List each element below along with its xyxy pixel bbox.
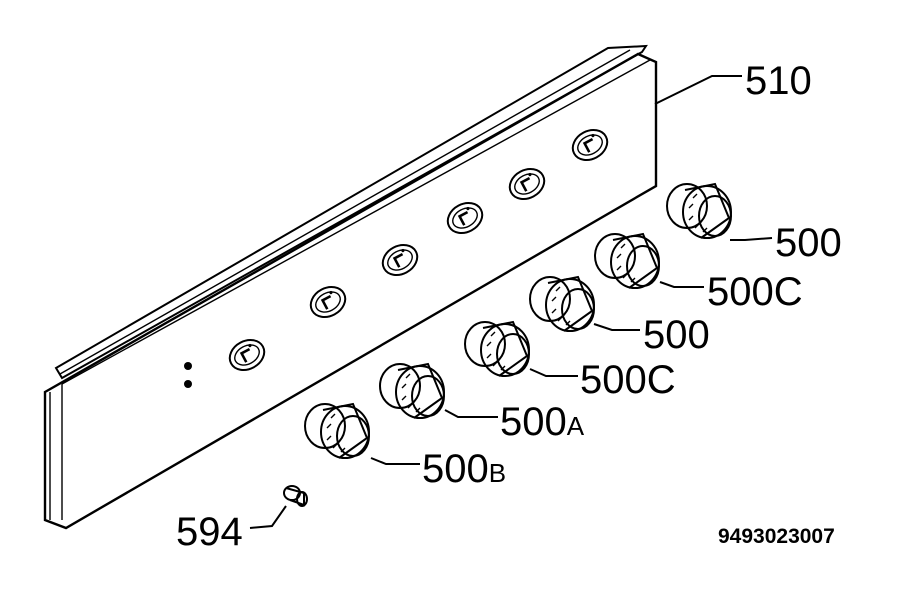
knob-500-upper: [666, 182, 732, 239]
panel-top-rail: [54, 44, 648, 380]
callout-500b: 500B: [422, 447, 506, 491]
callout-500c-lower: 500C: [580, 358, 676, 402]
indicator-dot: [184, 362, 192, 370]
callout-510: 510: [745, 59, 812, 103]
callout-500-upper: 500: [775, 221, 842, 265]
leader-500c-lower: [529, 368, 578, 377]
knob-500a: [379, 362, 445, 419]
knob-500c-upper: [594, 232, 660, 289]
knob-500c-lower: [464, 320, 530, 377]
knob-500b: [304, 402, 370, 459]
leader-lines: [249, 75, 773, 529]
leader-500c-upper: [659, 281, 704, 288]
catalog-number: 9493023007: [718, 525, 835, 548]
leader-594: [249, 505, 287, 529]
leader-500-upper: [730, 237, 773, 241]
leader-510: [654, 75, 742, 105]
callout-500-lower: 500: [643, 313, 710, 357]
indicator-dot: [184, 380, 192, 388]
panel-knob-holes: [184, 129, 609, 388]
screw-594: [283, 485, 308, 507]
panel-front-face: [43, 52, 658, 530]
callout-500c-upper: 500C: [707, 270, 803, 314]
leader-500b: [370, 457, 420, 465]
callout-500a: 500A: [500, 400, 585, 444]
control-panel-510: [43, 44, 658, 530]
knob-500-lower: [529, 275, 595, 332]
leader-500a: [444, 409, 498, 418]
callout-594: 594: [176, 510, 243, 554]
leader-500-lower: [593, 323, 640, 331]
